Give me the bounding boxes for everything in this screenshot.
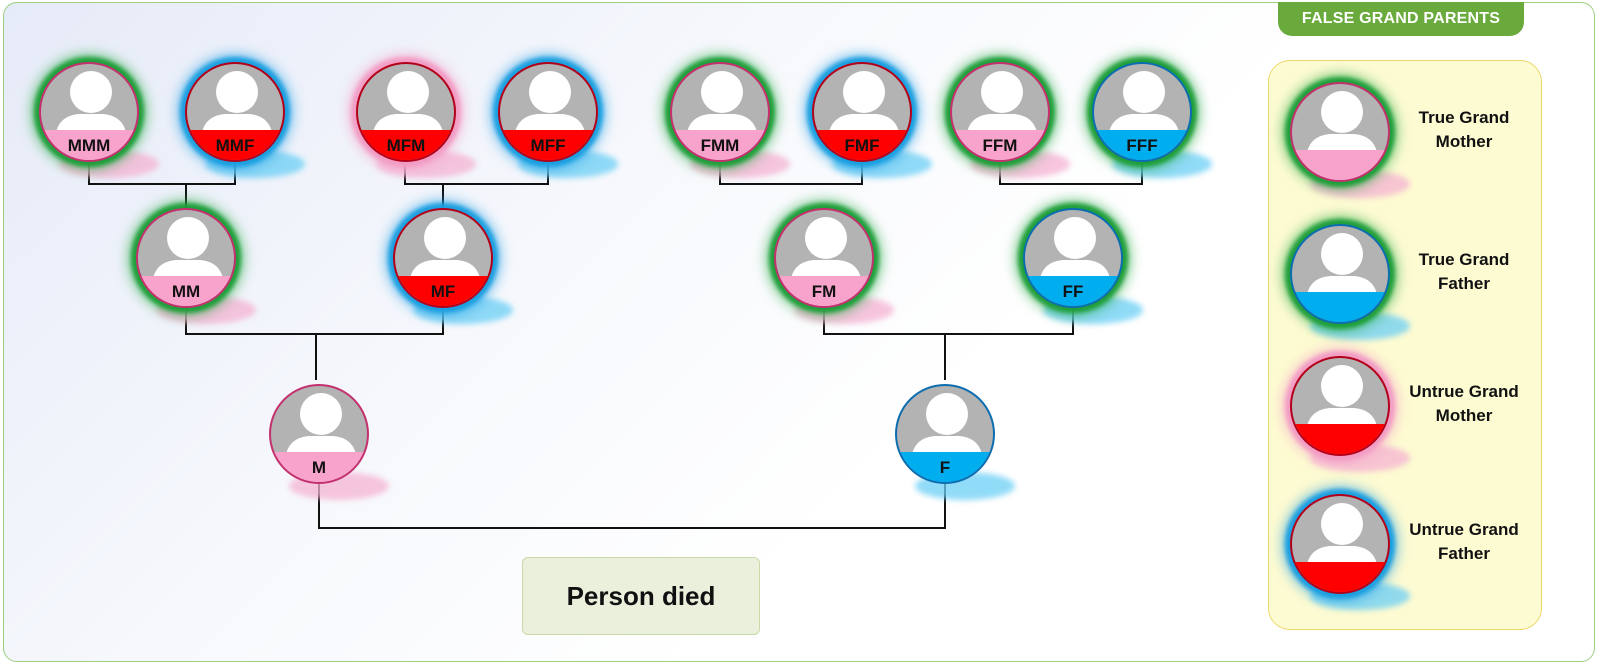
role-band (1292, 150, 1388, 180)
avatar: FMF (812, 62, 912, 162)
person-node-f: F (895, 384, 1015, 500)
avatar: MFF (498, 62, 598, 162)
person-node-mfm: MFM (356, 62, 476, 178)
person-node-ffm: FFM (950, 62, 1070, 178)
avatar (1290, 82, 1390, 182)
avatar (1290, 494, 1390, 594)
node-label: FMM (700, 136, 740, 155)
avatar: FF (1023, 208, 1123, 308)
node-label: MM (171, 282, 201, 301)
node-label: MMM (67, 136, 111, 155)
avatar: MF (393, 208, 493, 308)
legend-icon-true-grand-mother (1290, 82, 1410, 198)
node-label: FFM (982, 136, 1018, 155)
person-node-mf: MF (393, 208, 513, 324)
person-node-mmf: MMF (185, 62, 305, 178)
role-band (897, 452, 993, 482)
role-band (187, 130, 283, 160)
person-node-mff: MFF (498, 62, 618, 178)
person-node-ff: FF (1023, 208, 1143, 324)
node-label: FM (811, 282, 837, 301)
node-label: F (939, 458, 951, 477)
person-node-fff: FFF (1092, 62, 1212, 178)
node-label: FMF (844, 136, 880, 155)
role-band (500, 130, 596, 160)
role-band (1094, 130, 1190, 160)
node-label: FFF (1126, 136, 1158, 155)
avatar: MMM (39, 62, 139, 162)
role-band (1292, 292, 1388, 322)
avatar: F (895, 384, 995, 484)
avatar: FFF (1092, 62, 1192, 162)
legend-title: FALSE GRAND PARENTS (1278, 2, 1524, 36)
node-label: MFF (530, 136, 566, 155)
node-label: MMF (215, 136, 255, 155)
person-node-fmf: FMF (812, 62, 932, 178)
person-node-fmm: FMM (670, 62, 790, 178)
role-band (776, 276, 872, 306)
person-died-label: Person died (566, 581, 716, 611)
person-node-mm: MM (136, 208, 256, 324)
avatar: FMM (670, 62, 770, 162)
role-band (1292, 562, 1388, 592)
role-band (1292, 424, 1388, 454)
avatar: FFM (950, 62, 1050, 162)
role-band (395, 276, 491, 306)
person-node-fm: FM (774, 208, 894, 324)
role-band (952, 130, 1048, 160)
person-node-mmm: MMM (39, 62, 159, 178)
avatar: M (269, 384, 369, 484)
avatar (1290, 224, 1390, 324)
node-label: M (311, 458, 327, 477)
person-node-m: M (269, 384, 389, 500)
avatar: MFM (356, 62, 456, 162)
avatar (1290, 356, 1390, 456)
role-band (814, 130, 910, 160)
legend-icon-true-grand-father (1290, 224, 1410, 340)
node-label: FF (1062, 282, 1084, 301)
role-band (1025, 276, 1121, 306)
role-band (138, 276, 234, 306)
node-label: MFM (386, 136, 426, 155)
person-died-box: Person died (522, 557, 760, 635)
role-band (672, 130, 768, 160)
avatar: MM (136, 208, 236, 308)
avatar: FM (774, 208, 874, 308)
role-band (271, 452, 367, 482)
legend-icon-untrue-grand-father (1290, 494, 1410, 610)
node-label: MF (430, 282, 456, 301)
role-band (41, 130, 137, 160)
role-band (358, 130, 454, 160)
legend-icon-untrue-grand-mother (1290, 356, 1410, 472)
avatar: MMF (185, 62, 285, 162)
